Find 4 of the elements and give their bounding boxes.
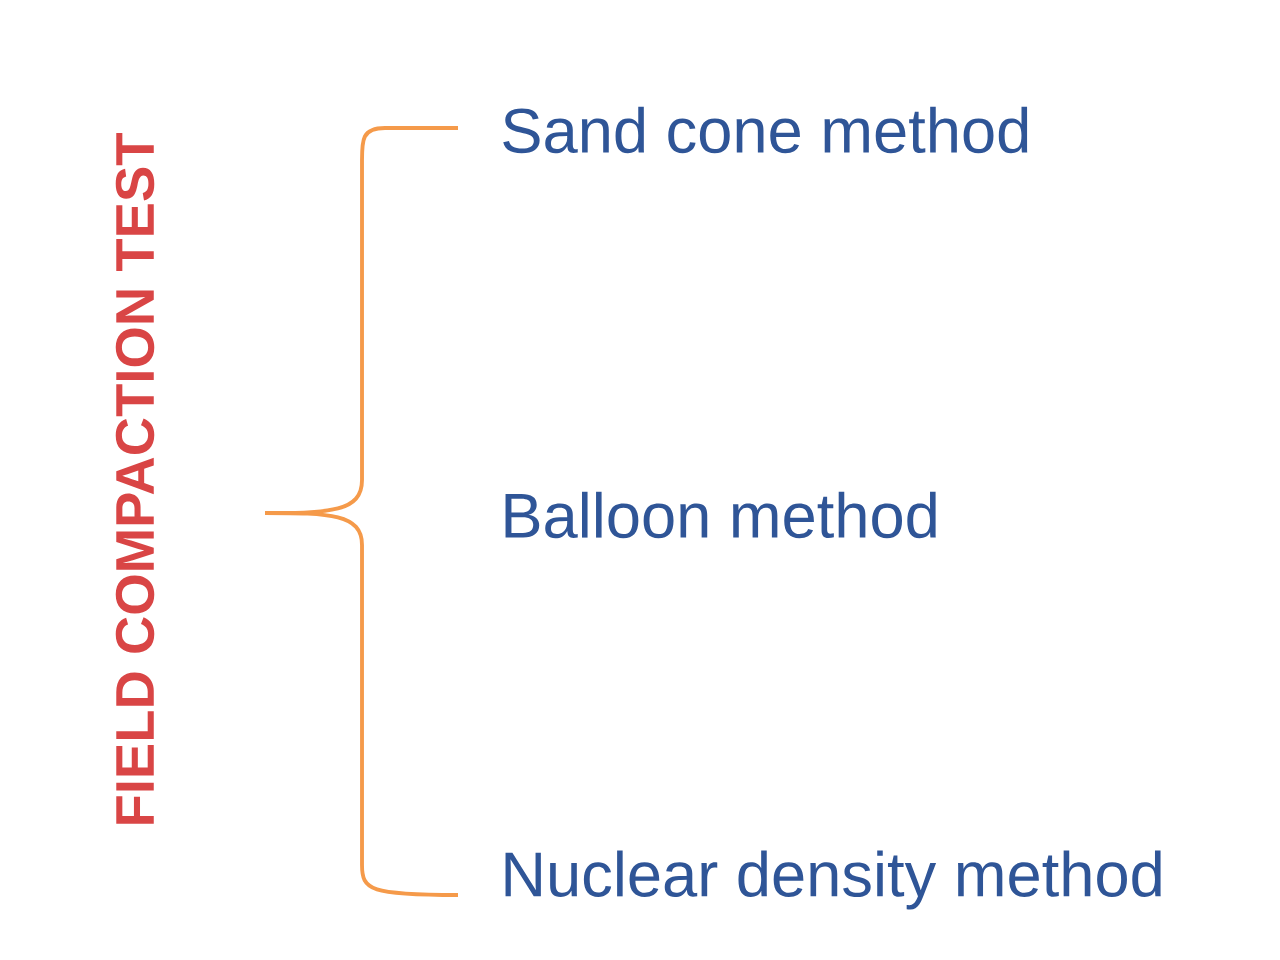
title: FIELD COMPACTION TEST <box>115 133 155 824</box>
method-label: Balloon method <box>505 491 936 539</box>
method-label: Nuclear density method <box>505 850 1161 910</box>
method-label: Sand cone method <box>503 106 1028 154</box>
